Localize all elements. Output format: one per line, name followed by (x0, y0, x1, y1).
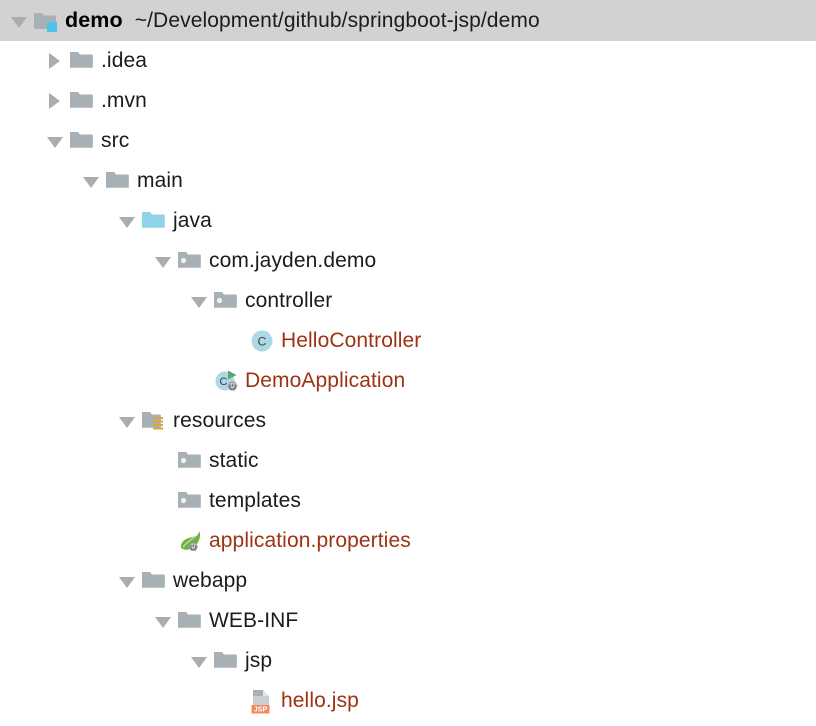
tree-row-label: templates (209, 489, 301, 512)
package-icon (176, 447, 206, 475)
tree-row[interactable]: .mvn (0, 81, 816, 121)
twisty-expanded-icon[interactable] (186, 288, 212, 314)
twisty-expanded-icon[interactable] (6, 8, 32, 34)
tree-row-label: java (173, 209, 212, 232)
tree-row-label: jsp (245, 649, 273, 672)
twisty-expanded-icon[interactable] (42, 128, 68, 154)
tree-row[interactable]: C DemoApplication (0, 361, 816, 401)
folder-icon (68, 87, 98, 115)
indent-spacer (0, 101, 42, 102)
project-root-row[interactable]: demo ~/Development/github/springboot-jsp/… (0, 0, 816, 41)
source-folder-icon (140, 207, 170, 235)
tree-row-label: application.properties (209, 529, 411, 552)
java-class-icon: C (248, 327, 278, 355)
svg-text:C: C (220, 376, 228, 388)
tree-row[interactable]: resources (0, 401, 816, 441)
tree-row-label: hello.jsp (281, 689, 359, 712)
indent-spacer (0, 221, 114, 222)
twisty-none-icon (186, 368, 212, 394)
twisty-expanded-icon[interactable] (150, 248, 176, 274)
tree-row[interactable]: .idea (0, 41, 816, 81)
resources-folder-icon (140, 407, 170, 435)
tree-row[interactable]: controller (0, 281, 816, 321)
module-folder-icon (32, 7, 62, 35)
tree-row-label: .mvn (101, 89, 147, 112)
indent-spacer (0, 301, 186, 302)
twisty-collapsed-icon[interactable] (42, 88, 68, 114)
indent-spacer (0, 541, 150, 542)
indent-spacer (0, 461, 150, 462)
tree-row-label: webapp (173, 569, 248, 592)
indent-spacer (0, 61, 42, 62)
tree-row-label: resources (173, 409, 267, 432)
indent-spacer (0, 141, 42, 142)
tree-row[interactable]: static (0, 441, 816, 481)
spring-leaf-icon (176, 527, 206, 555)
tree-row-label: HelloController (281, 329, 422, 352)
svg-text:C: C (258, 335, 267, 349)
twisty-none-icon (222, 328, 248, 354)
tree-row-label: controller (245, 289, 333, 312)
tree-row[interactable]: C HelloController (0, 321, 816, 361)
tree-row-label: src (101, 129, 130, 152)
tree-row[interactable]: application.properties (0, 521, 816, 561)
indent-spacer (0, 261, 150, 262)
twisty-none-icon (150, 448, 176, 474)
tree-row[interactable]: JSP hello.jsp (0, 681, 816, 721)
tree-row[interactable]: main (0, 161, 816, 201)
project-title: demo (65, 8, 123, 32)
indent-spacer (0, 621, 150, 622)
folder-icon (212, 647, 242, 675)
spring-boot-app-icon: C (212, 367, 242, 395)
jsp-file-icon: JSP (248, 687, 278, 715)
folder-icon (140, 567, 170, 595)
tree-row-label: static (209, 449, 259, 472)
indent-spacer (0, 701, 222, 702)
tree-row[interactable]: src (0, 121, 816, 161)
tree-row[interactable]: WEB-INF (0, 601, 816, 641)
folder-icon (176, 607, 206, 635)
tree-row-label: WEB-INF (209, 609, 299, 632)
folder-icon (68, 47, 98, 75)
twisty-expanded-icon[interactable] (114, 208, 140, 234)
folder-icon (104, 167, 134, 195)
twisty-none-icon (222, 688, 248, 714)
folder-icon (68, 127, 98, 155)
indent-spacer (0, 341, 222, 342)
twisty-expanded-icon[interactable] (114, 568, 140, 594)
project-path: ~/Development/github/springboot-jsp/demo (134, 8, 540, 32)
twisty-collapsed-icon[interactable] (42, 48, 68, 74)
package-icon (176, 247, 206, 275)
indent-spacer (0, 381, 186, 382)
twisty-expanded-icon[interactable] (78, 168, 104, 194)
indent-spacer (0, 501, 150, 502)
indent-spacer (0, 581, 114, 582)
twisty-none-icon (150, 528, 176, 554)
indent-spacer (0, 421, 114, 422)
tree-row-label: com.jayden.demo (209, 249, 377, 272)
tree-row[interactable]: templates (0, 481, 816, 521)
tree-row[interactable]: webapp (0, 561, 816, 601)
twisty-none-icon (150, 488, 176, 514)
twisty-expanded-icon[interactable] (114, 408, 140, 434)
svg-text:JSP: JSP (254, 705, 268, 714)
package-icon (176, 487, 206, 515)
indent-spacer (0, 181, 78, 182)
tree-row[interactable]: jsp (0, 641, 816, 681)
tree-row[interactable]: java (0, 201, 816, 241)
twisty-expanded-icon[interactable] (150, 608, 176, 634)
twisty-expanded-icon[interactable] (186, 648, 212, 674)
indent-spacer (0, 661, 186, 662)
tree-row[interactable]: com.jayden.demo (0, 241, 816, 281)
tree-row-label: main (137, 169, 183, 192)
package-icon (212, 287, 242, 315)
tree-row-label: DemoApplication (245, 369, 406, 392)
tree-row-label: .idea (101, 49, 148, 72)
